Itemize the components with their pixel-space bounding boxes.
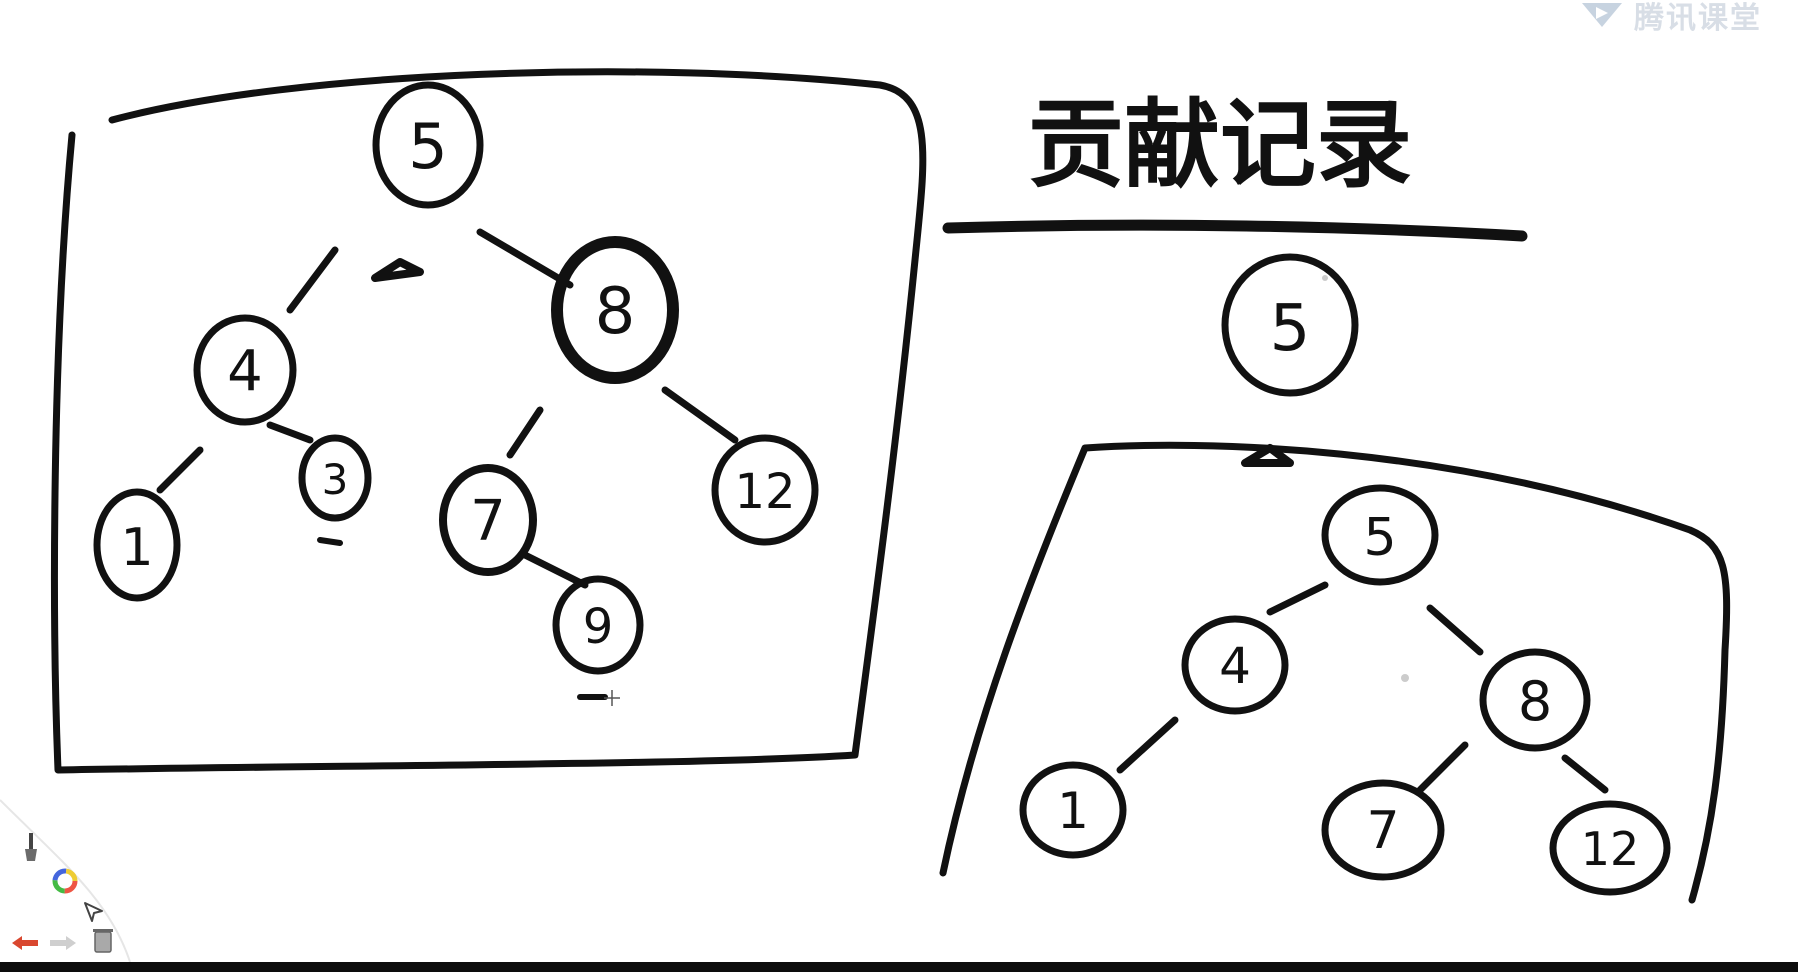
node-label: 3 [322, 455, 349, 504]
bottom-bar [0, 962, 1798, 972]
node-label: 5 [1270, 292, 1311, 366]
node-label: 1 [120, 518, 153, 578]
node-label: 5 [1363, 508, 1396, 568]
node-1: 1 [93, 488, 181, 602]
right-tree-nodes: 5 4 8 1 7 12 [1019, 484, 1671, 896]
node-label: 8 [595, 275, 636, 349]
node-label: 4 [1219, 637, 1251, 695]
node-label: 12 [1581, 822, 1640, 876]
node-label: 5 [408, 110, 447, 183]
left-tree-edges [156, 228, 739, 589]
record-root-node: 5 [1221, 253, 1359, 397]
node-label: 4 [227, 339, 263, 404]
play-logo-icon [1582, 3, 1622, 27]
node-12: 12 [1549, 800, 1671, 896]
node-label: 8 [1518, 670, 1552, 733]
arrow-mark [1241, 444, 1294, 467]
node-3: 3 [298, 434, 372, 522]
title-underline [942, 219, 1528, 242]
right-tree-edges [1116, 581, 1609, 794]
node-label: 9 [583, 599, 614, 655]
speck [1401, 674, 1409, 682]
redo-icon[interactable] [46, 930, 80, 956]
color-wheel-icon[interactable] [50, 866, 80, 896]
title-text: 贡献记录 [1028, 89, 1412, 201]
node-12: 12 [711, 434, 819, 546]
node-label: 12 [734, 464, 795, 520]
mark [317, 537, 343, 546]
node-8[interactable]: 8 [551, 236, 679, 384]
brush-icon[interactable] [18, 830, 46, 864]
node-1: 1 [1019, 761, 1127, 859]
node-label: 7 [1366, 801, 1399, 861]
node-7: 7 [439, 464, 537, 576]
clear-icon[interactable] [88, 924, 118, 956]
node-5: 5 [372, 81, 484, 209]
undo-icon[interactable] [8, 930, 42, 956]
node-4: 4 [193, 314, 297, 426]
left-tree-nodes: 5 4 8 1 3 7 12 9 [93, 81, 819, 675]
node-4: 4 [1181, 615, 1289, 715]
crosshair-cursor [604, 690, 620, 706]
pointer-icon[interactable] [80, 898, 108, 926]
node-7: 7 [1321, 779, 1445, 881]
node-8: 8 [1479, 648, 1591, 752]
right-frame [939, 441, 1731, 904]
node-9: 9 [552, 575, 644, 675]
speck [1322, 275, 1328, 281]
node-label: 1 [1057, 782, 1089, 840]
drawing-toolbar [0, 800, 140, 962]
node-label: 7 [470, 489, 506, 554]
node-5: 5 [1321, 484, 1439, 586]
toolbar-edge [0, 799, 131, 963]
tencent-classroom-logo: 腾讯课堂 [1578, 0, 1762, 35]
logo-text: 腾讯课堂 [1634, 2, 1762, 35]
left-frame [51, 68, 927, 774]
